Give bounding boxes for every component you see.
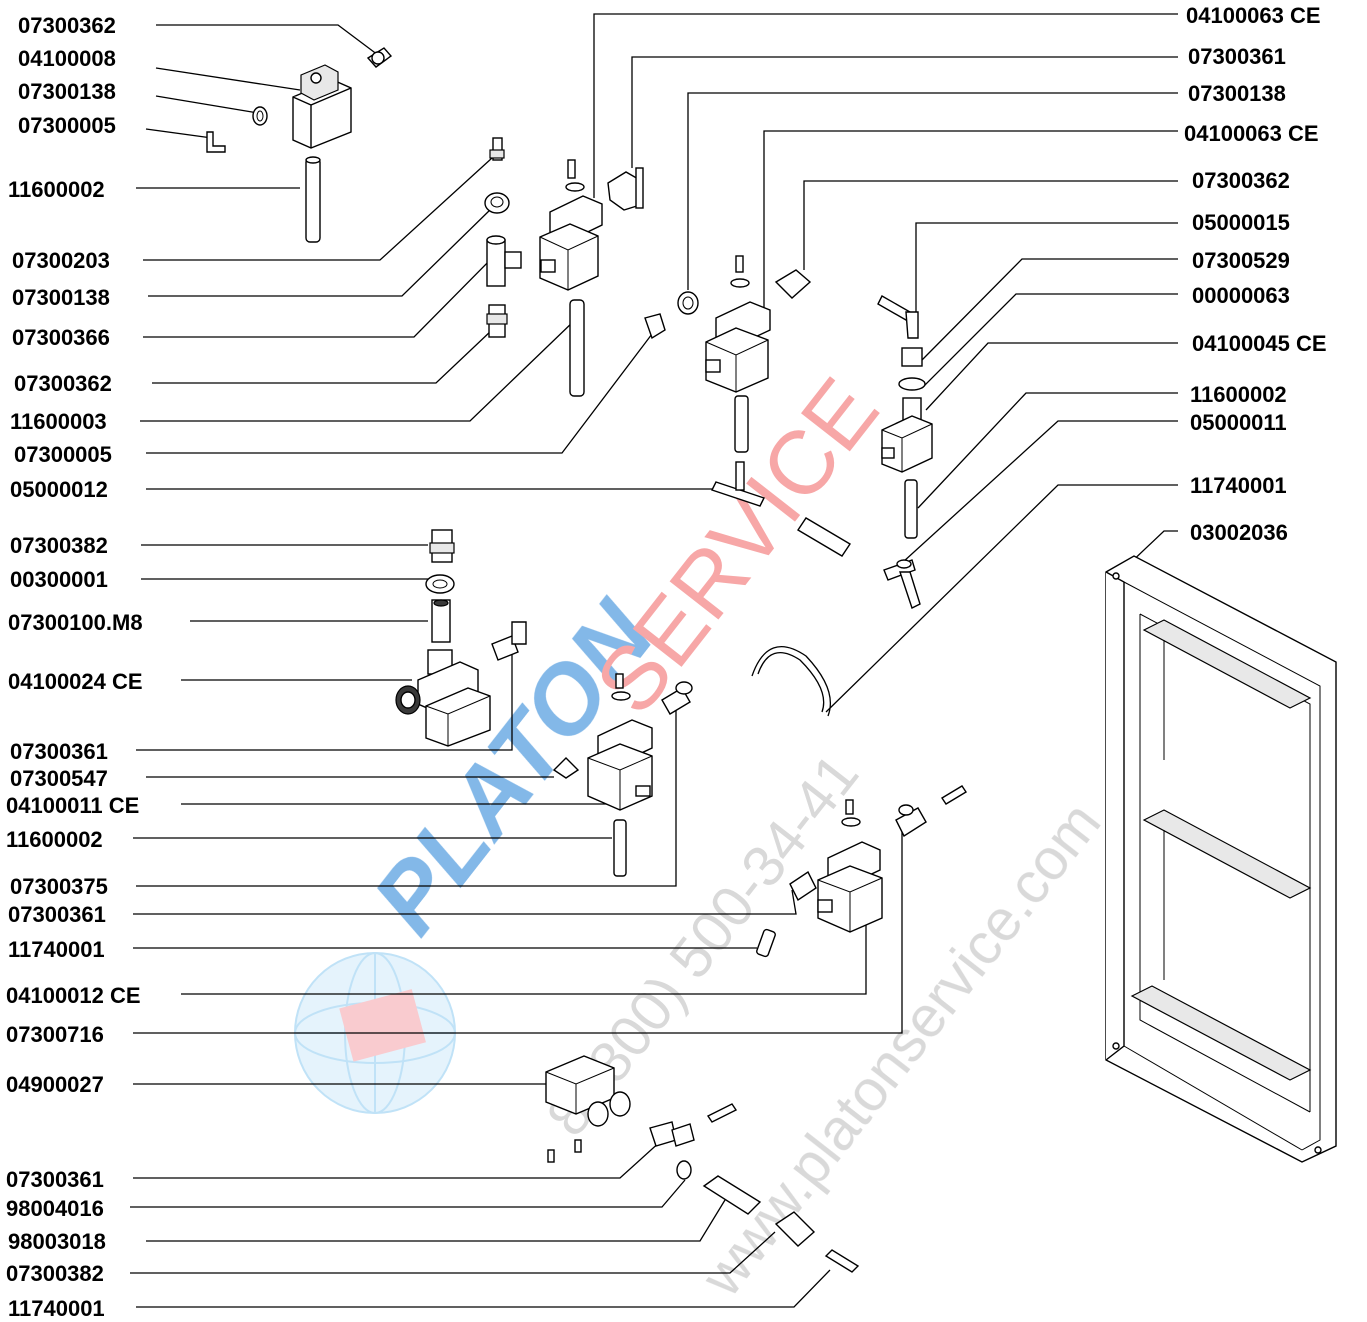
- part-label: 98003018: [8, 1229, 106, 1254]
- part-label: 04900027: [6, 1072, 104, 1097]
- hose-part: [824, 1249, 860, 1273]
- solenoid-valve-part: [756, 785, 967, 958]
- part-label: 11600002: [6, 827, 103, 852]
- filter-part: [702, 1175, 762, 1215]
- part-label: 07300100.M8: [8, 610, 143, 635]
- tube-part: [613, 819, 627, 877]
- tube-part: [904, 479, 918, 539]
- part-label: 00300001: [10, 567, 108, 592]
- part-label: 03002036: [1190, 520, 1288, 545]
- curved-hose-part: [751, 646, 832, 717]
- fitting-part: [366, 47, 393, 68]
- part-label: 07300138: [12, 285, 110, 310]
- part-label: 07300362: [18, 13, 116, 38]
- tube-part: [569, 299, 585, 397]
- solenoid-valve-part: [395, 649, 491, 747]
- part-label: 07300382: [10, 533, 108, 558]
- elbow-part: [491, 621, 527, 661]
- left-labels: 07300362 04100008 07300138 07300005 1160…: [6, 13, 143, 1321]
- part-label: 07300138: [1188, 81, 1286, 106]
- leader-lines: [130, 13, 1178, 1308]
- part-label: 07300005: [18, 113, 116, 138]
- part-label: 11740001: [8, 1296, 105, 1321]
- fitting-part: [486, 304, 508, 338]
- part-label: 07300361: [6, 1167, 104, 1192]
- right-labels: 04100063 CE 07300361 07300138 04100063 C…: [1184, 3, 1327, 545]
- hose-part: [797, 517, 851, 557]
- fitting-part: [429, 529, 455, 563]
- tee-part: [486, 235, 522, 287]
- part-label: 04100008: [18, 46, 116, 71]
- part-label: 07300382: [6, 1261, 104, 1286]
- nut-part: [898, 347, 926, 391]
- elbow-part: [877, 295, 919, 339]
- part-label: 07300362: [14, 371, 112, 396]
- part-label: 07300716: [6, 1022, 104, 1047]
- elbow-part: [206, 131, 226, 153]
- elbow-part: [644, 313, 666, 340]
- tube-part: [305, 156, 321, 243]
- part-label: 07300005: [14, 442, 112, 467]
- fitting-part: [489, 137, 505, 161]
- watermark: PLATON SERVICE 8 (800) 500-34-41 www.pla…: [294, 361, 1113, 1309]
- part-label: 98004016: [6, 1196, 104, 1221]
- part-label: 04100012 CE: [6, 983, 141, 1008]
- parts: [206, 47, 1337, 1273]
- part-label: 07300547: [10, 766, 108, 791]
- solenoid-valve-part: [677, 255, 812, 453]
- part-label: 04100063 CE: [1186, 3, 1321, 28]
- part-label: 07300361: [1188, 44, 1286, 69]
- nut-part: [484, 192, 510, 214]
- part-label: 04100011 CE: [6, 793, 139, 818]
- part-label: 07300361: [10, 739, 108, 764]
- tee-part: [883, 559, 921, 609]
- solenoid-valve-part: [881, 397, 933, 473]
- part-label: 04100045 CE: [1192, 331, 1327, 356]
- solenoid-valve-part: [292, 64, 352, 149]
- hose-part: [706, 1103, 738, 1123]
- oring-part: [676, 1160, 692, 1180]
- tee-part: [711, 461, 765, 507]
- part-label: 05000015: [1192, 210, 1290, 235]
- part-label: 07300362: [1192, 168, 1290, 193]
- part-label: 07300375: [10, 874, 108, 899]
- part-label: 07300138: [18, 79, 116, 104]
- part-label: 07300361: [8, 902, 106, 927]
- part-label: 11740001: [1190, 473, 1287, 498]
- nut-part: [425, 574, 455, 594]
- part-label: 11600002: [8, 177, 105, 202]
- part-label: 07300529: [1192, 248, 1290, 273]
- solenoid-valve-part: [539, 159, 644, 291]
- frame-panel-part: [1105, 555, 1337, 1163]
- elbow-part: [649, 1121, 695, 1147]
- part-label: 00000063: [1192, 283, 1290, 308]
- ring-part: [252, 106, 268, 126]
- part-label: 04100024 CE: [8, 669, 143, 694]
- flowmeter-part: [545, 1055, 631, 1163]
- part-label: 07300366: [12, 325, 110, 350]
- part-label: 04100063 CE: [1184, 121, 1319, 146]
- part-label: 05000011: [1190, 410, 1287, 435]
- part-label: 07300203: [12, 248, 110, 273]
- part-label: 11600002: [1190, 382, 1287, 407]
- solenoid-valve-part: [552, 673, 693, 811]
- fitting-part: [431, 599, 451, 643]
- part-label: 05000012: [10, 477, 108, 502]
- part-label: 11740001: [8, 937, 105, 962]
- part-label: 11600003: [10, 409, 107, 434]
- fitting-part: [774, 1211, 816, 1247]
